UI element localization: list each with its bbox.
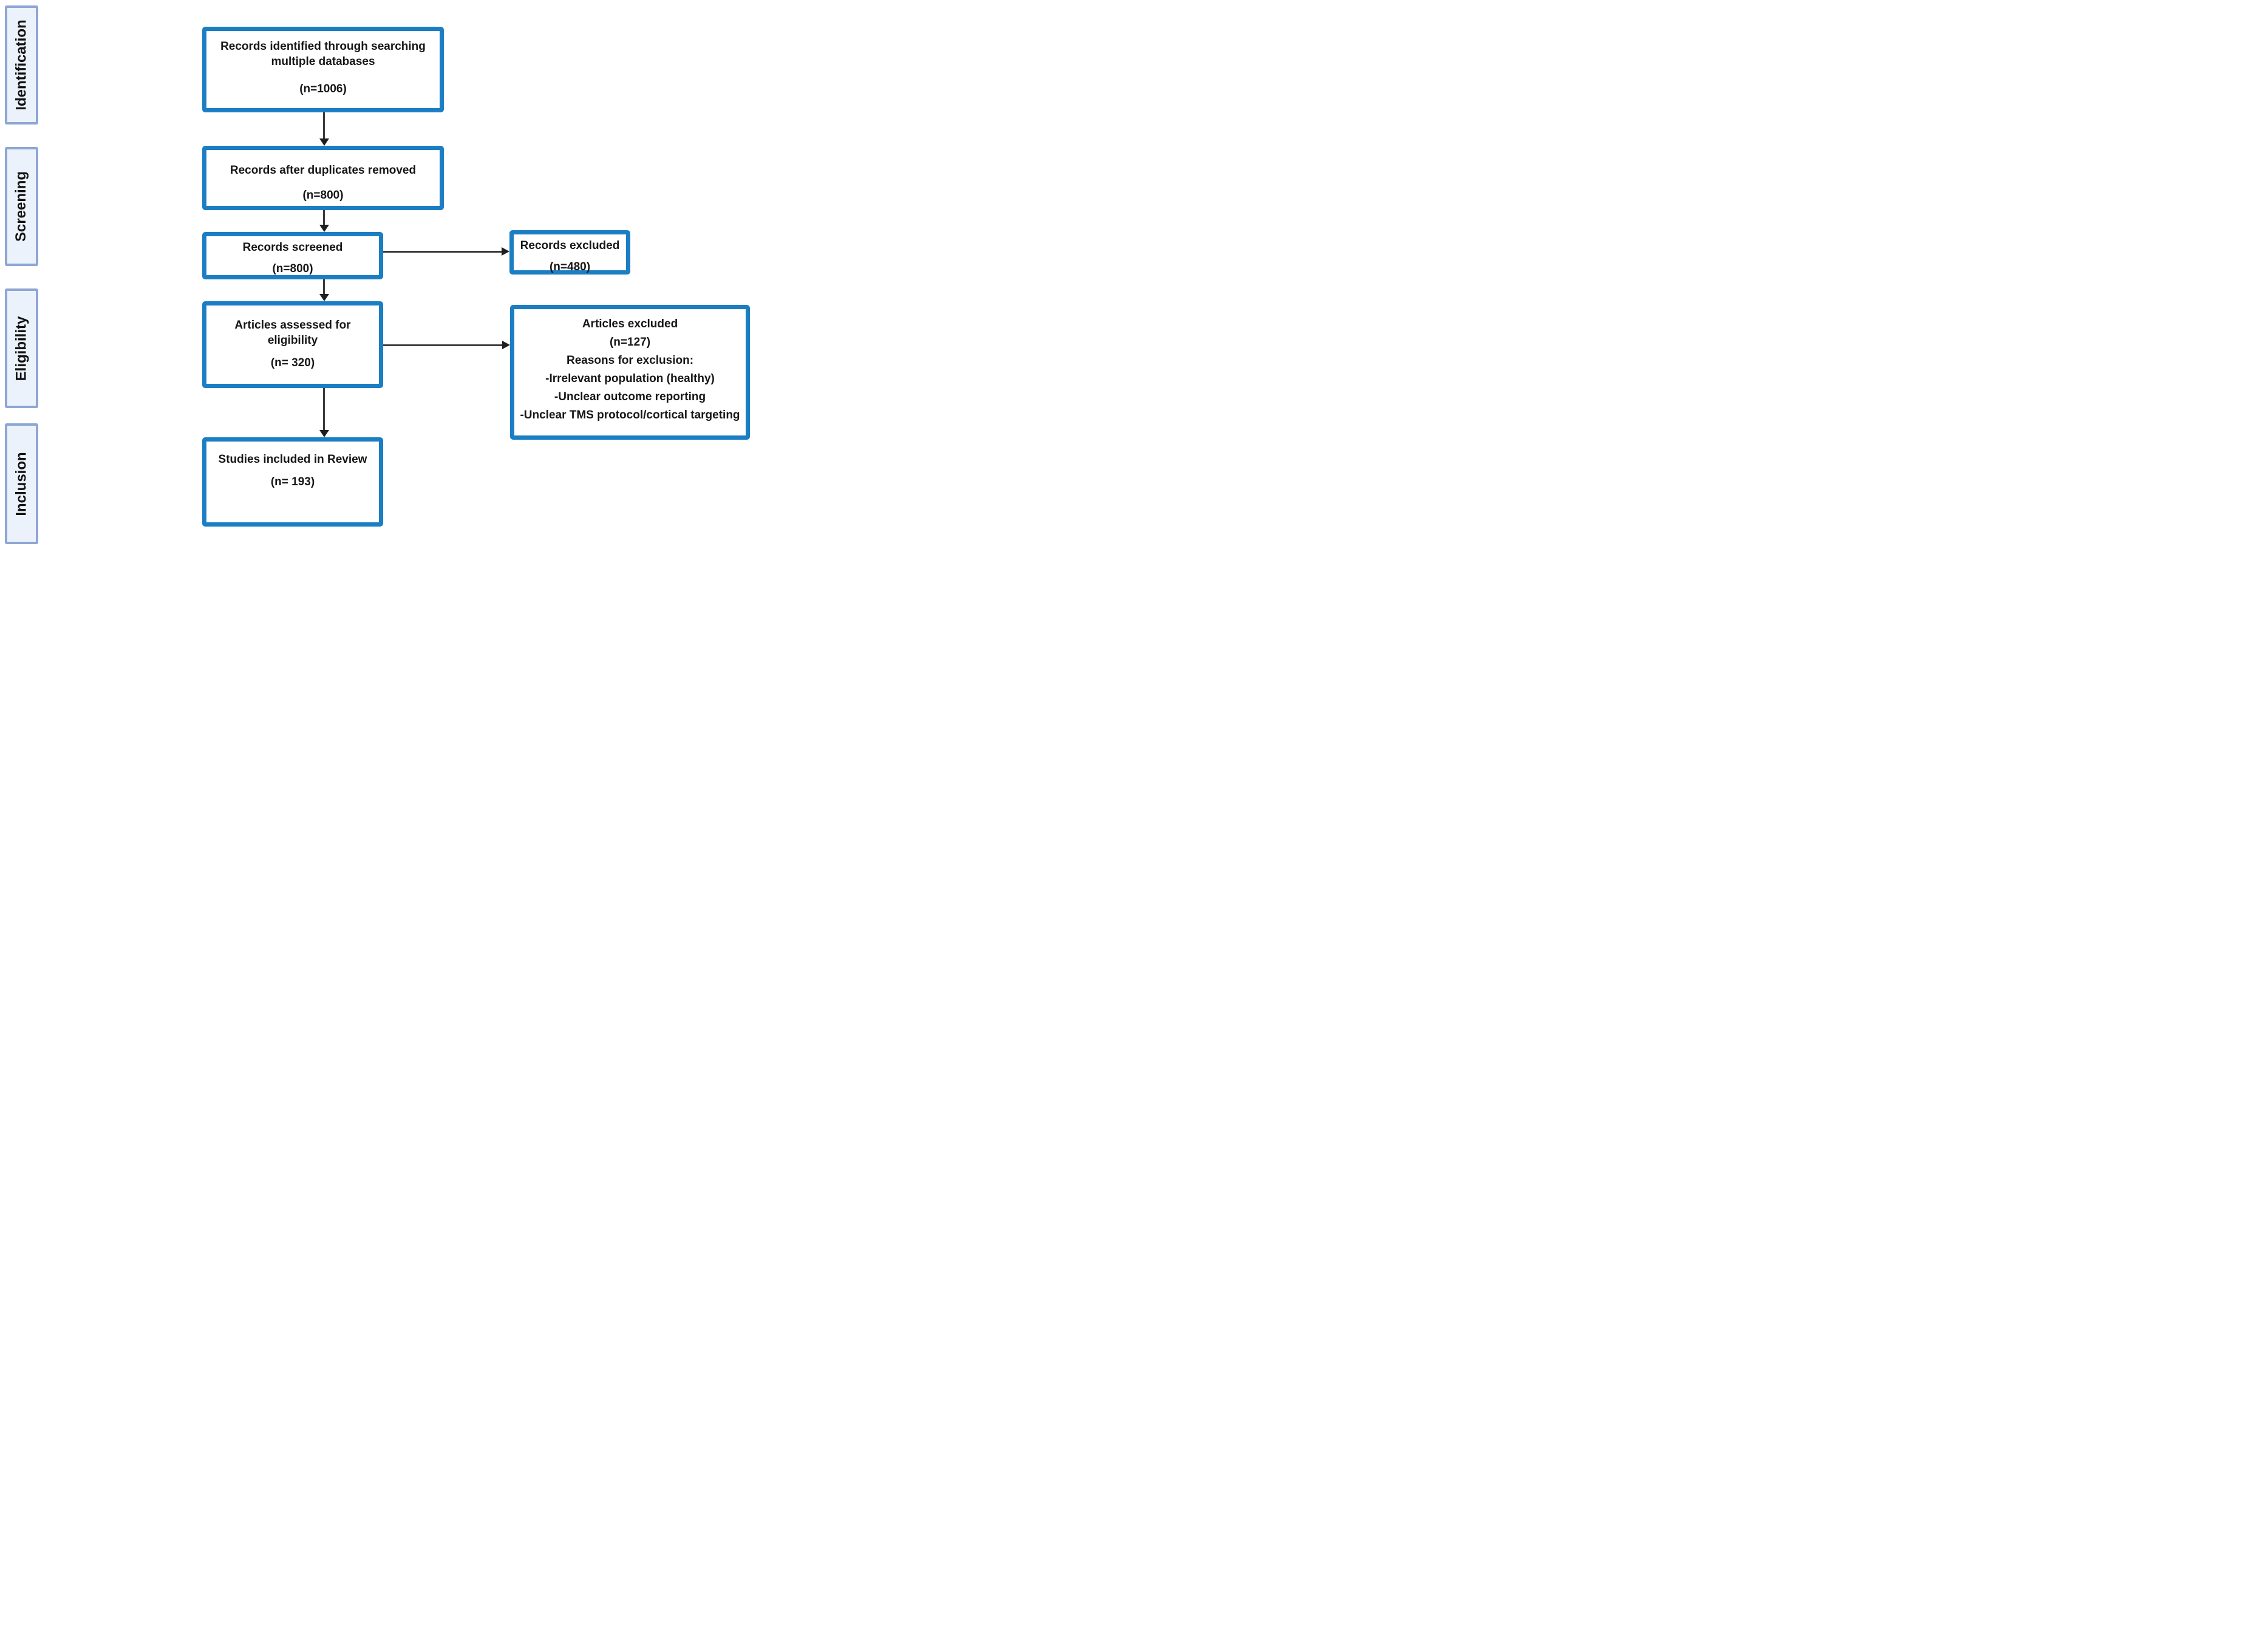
record-count: (n=800) <box>302 188 344 202</box>
arrowhead-down-icon <box>319 225 329 232</box>
arrow-assessed-to-included <box>323 388 325 431</box>
prisma-flow-diagram: Identification Screening Eligibility Inc… <box>0 0 756 546</box>
stage-box-inclusion: Inclusion <box>5 423 38 544</box>
arrow-identified-to-deduplicated <box>323 112 325 139</box>
box-title: Records excluded <box>520 239 620 252</box>
stage-label-screening: Screening <box>13 171 30 242</box>
arrow-screened-to-assessed <box>323 279 325 295</box>
stage-box-eligibility: Eligibility <box>5 288 38 408</box>
box-title: Articles excluded <box>582 318 678 330</box>
stage-box-identification: Identification <box>5 5 38 125</box>
flow-box-articles-excluded: Articles excluded (n=127) Reasons for ex… <box>510 305 750 440</box>
box-title: Records identified through searching mul… <box>220 40 426 68</box>
stage-label-eligibility: Eligibility <box>13 316 30 381</box>
exclusion-reason: -Unclear outcome reporting <box>554 391 706 404</box>
record-count: (n=127) <box>609 336 651 349</box>
box-title: Records screened <box>242 241 343 254</box>
stage-box-screening: Screening <box>5 147 38 266</box>
flow-box-duplicates-removed: Records after duplicates removed (n=800) <box>202 146 444 210</box>
exclusion-reason: -Irrelevant population (healthy) <box>545 372 715 386</box>
arrowhead-down-icon <box>319 294 329 301</box>
arrowhead-down-icon <box>319 430 329 437</box>
arrow-screened-to-records-excluded <box>383 251 502 253</box>
record-count: (n=480) <box>549 260 591 273</box>
flow-box-records-identified: Records identified through searching mul… <box>202 27 444 112</box>
box-title: Records after duplicates removed <box>230 164 417 177</box>
record-count: (n=1006) <box>299 83 347 96</box>
flow-box-records-excluded: Records excluded (n=480) <box>509 230 630 275</box>
record-count: (n= 193) <box>270 475 315 488</box>
reasons-heading: Reasons for exclusion: <box>566 354 694 367</box>
stage-label-inclusion: Inclusion <box>13 451 30 516</box>
box-title: Articles assessed for eligibility <box>234 319 351 347</box>
arrow-deduplicated-to-screened <box>323 210 325 225</box>
flow-box-records-screened: Records screened (n=800) <box>202 232 383 279</box>
arrowhead-down-icon <box>319 138 329 146</box>
arrowhead-right-icon <box>502 247 509 256</box>
arrowhead-right-icon <box>502 341 510 349</box>
flow-box-articles-assessed: Articles assessed for eligibility (n= 32… <box>202 301 383 388</box>
arrow-assessed-to-articles-excluded <box>383 344 502 346</box>
box-title: Studies included in Review <box>218 453 367 466</box>
record-count: (n=800) <box>272 262 313 275</box>
stage-label-identification: Identification <box>13 19 30 111</box>
flow-box-studies-included: Studies included in Review (n= 193) <box>202 437 383 527</box>
record-count: (n= 320) <box>270 356 315 369</box>
exclusion-reason: -Unclear TMS protocol/cortical targeting <box>520 409 740 422</box>
